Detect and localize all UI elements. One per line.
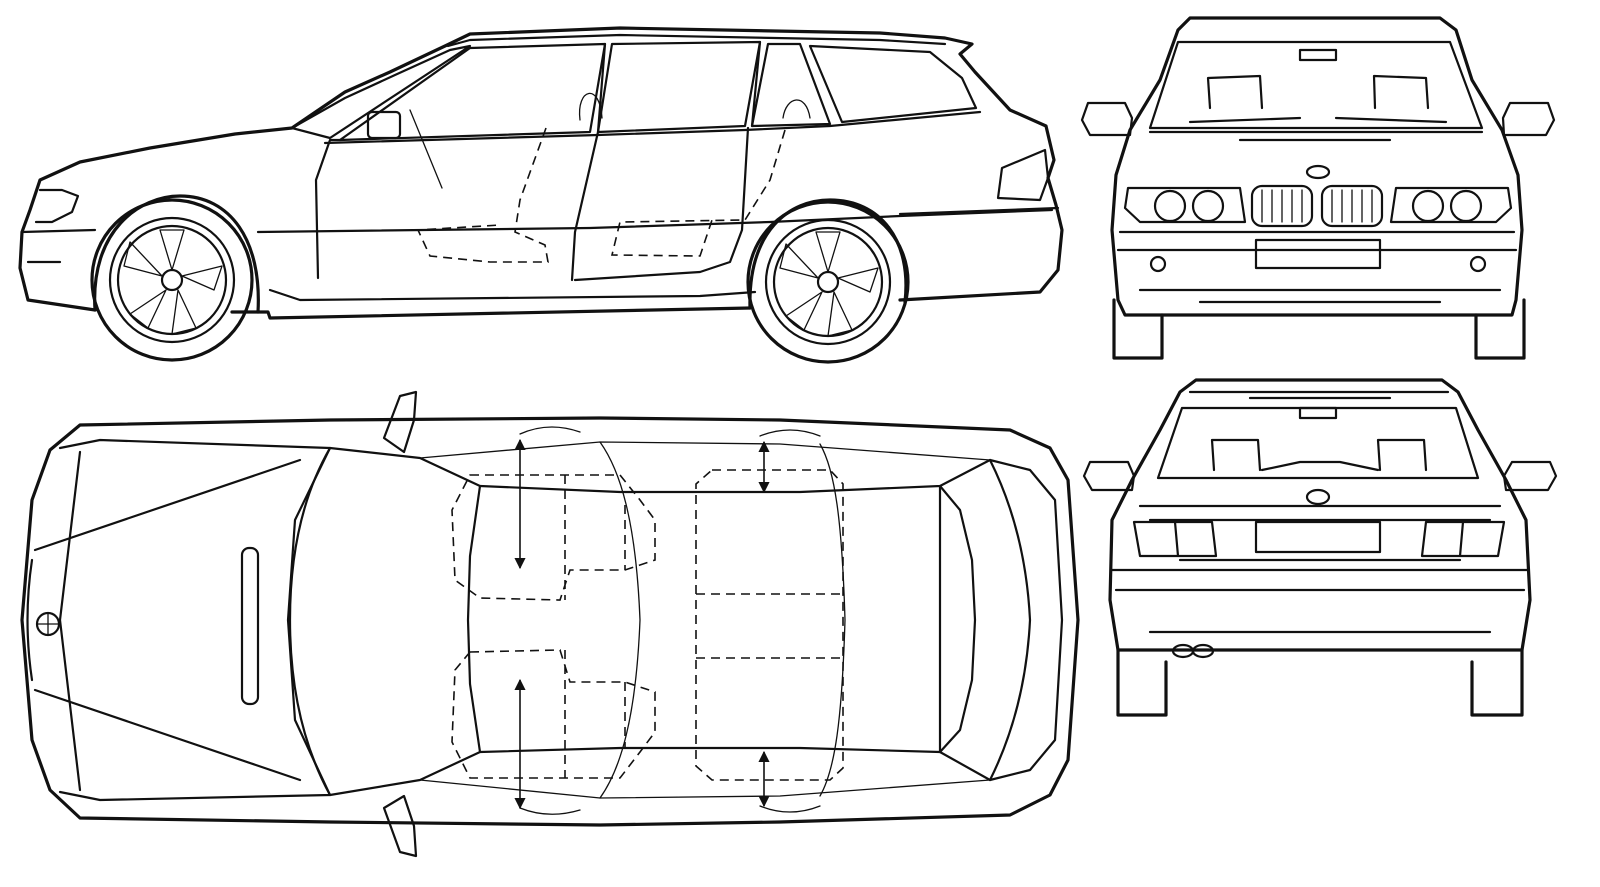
front-license-plate [1254, 238, 1382, 270]
front-left-mirror-icon [1080, 101, 1134, 137]
side-character-line [256, 208, 1054, 234]
top-front-right-seat-dashed [451, 649, 656, 779]
side-rear-wheel-icon [746, 200, 910, 364]
rear-left-tire [1116, 648, 1168, 717]
rear-window [1156, 406, 1480, 480]
side-front-arch [93, 194, 260, 314]
rear-brake-light [1298, 406, 1338, 420]
side-rear-glass [808, 44, 978, 124]
side-windshield [290, 44, 472, 140]
front-bumper [1116, 230, 1518, 304]
side-b-pillar [570, 42, 607, 282]
top-left-mirror-icon [382, 390, 418, 454]
top-door-cut [599, 441, 641, 799]
front-body-outline [1110, 16, 1524, 317]
side-rear-door [573, 126, 750, 282]
side-rear-headrest [782, 99, 811, 119]
rear-headrests [1210, 438, 1428, 472]
side-rear-seat-dashed [610, 129, 786, 257]
top-view [20, 390, 1080, 858]
side-steering-wheel [409, 109, 443, 189]
front-grille-icon [1250, 184, 1384, 228]
side-mirror-icon [366, 110, 402, 140]
front-right-fog-light [1469, 255, 1487, 273]
top-roof [478, 458, 1064, 782]
side-headlight [34, 188, 80, 224]
top-side-glass-right [419, 779, 991, 815]
rear-license-plate [1254, 520, 1382, 554]
front-left-tire [1112, 298, 1164, 360]
top-hood-vent [240, 546, 260, 706]
front-bmw-roundel-icon [1305, 164, 1331, 180]
top-windshield [288, 446, 482, 797]
front-headrest-left [1206, 74, 1264, 110]
top-rear-hatch [988, 458, 1032, 782]
rear-tailgate [1138, 504, 1502, 562]
top-rear-door-cut [819, 443, 846, 797]
side-c-pillar [750, 40, 762, 128]
front-left-fog-light [1149, 255, 1167, 273]
side-rear-bumper [898, 206, 1060, 216]
side-front-door [314, 138, 342, 280]
top-front-left-seat-dashed [451, 474, 656, 601]
rear-right-tire [1470, 648, 1524, 717]
top-right-mirror-icon [382, 794, 418, 858]
top-hood-crease [33, 450, 302, 792]
side-quarter-window [750, 42, 832, 128]
side-front-wheel-icon [90, 198, 254, 362]
front-windshield [1148, 40, 1484, 130]
front-headrest-right [1372, 74, 1430, 110]
side-front-window [338, 42, 607, 142]
rear-exhaust [1171, 643, 1215, 659]
rear-left-mirror-icon [1082, 460, 1136, 492]
front-hood-line [1148, 130, 1484, 142]
top-bmw-roundel-icon [35, 611, 61, 637]
side-rocker [268, 288, 757, 302]
top-hood-outline [58, 438, 332, 802]
front-left-headlight-icon [1123, 186, 1247, 224]
top-rear-bench-dashed [695, 469, 844, 781]
top-body-outline [20, 416, 1080, 827]
side-front-bumper [20, 228, 97, 264]
side-rear-window [596, 40, 762, 134]
rear-right-tail-light [1420, 520, 1506, 558]
top-bumper-front [26, 558, 34, 682]
rear-body-outline [1108, 378, 1532, 652]
rear-view [1082, 378, 1558, 717]
rear-right-mirror-icon [1502, 460, 1558, 492]
front-view [1080, 16, 1556, 360]
front-right-tire [1474, 298, 1526, 360]
side-front-headrest [578, 92, 603, 121]
rear-bumper [1110, 568, 1530, 634]
side-belt-line [323, 110, 982, 145]
front-right-headlight-icon [1389, 186, 1513, 224]
side-body-outline [18, 26, 1064, 320]
side-front-seat-dashed [416, 127, 549, 263]
rear-left-tail-light [1132, 520, 1218, 558]
side-view [18, 26, 1064, 364]
front-wipers [1188, 116, 1448, 124]
top-side-glass-left [419, 426, 991, 461]
side-roof-rail [446, 33, 947, 48]
top-rear-glass [938, 484, 977, 754]
rear-bmw-roundel-icon [1305, 488, 1331, 506]
front-rearview-mirror [1298, 48, 1338, 62]
rear-roof-spoiler [1188, 390, 1450, 400]
front-right-mirror-icon [1501, 101, 1556, 137]
side-tail-light [996, 148, 1050, 202]
